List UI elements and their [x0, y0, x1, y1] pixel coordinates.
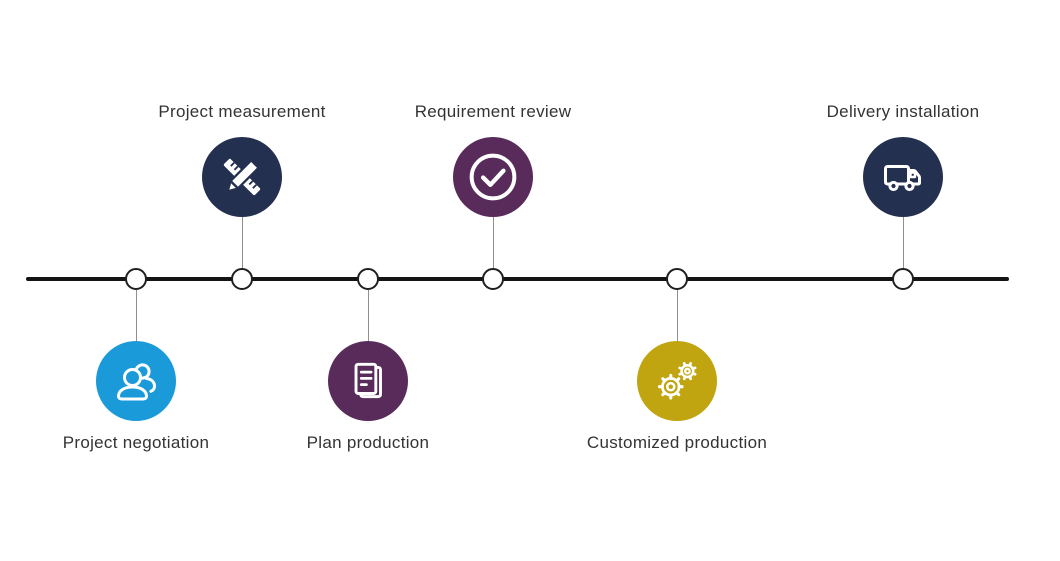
ruler-pencil-icon — [202, 137, 282, 217]
milestone-label: Delivery installation — [826, 102, 980, 121]
milestone-label: Requirement review — [414, 102, 572, 121]
timeline-axis — [26, 277, 1009, 281]
people-icon — [96, 341, 176, 421]
milestone-label: Customized production — [586, 433, 768, 452]
connector-line — [135, 290, 137, 342]
connector-line — [241, 217, 243, 269]
milestone-label: Plan production — [306, 433, 430, 452]
connector-line — [492, 217, 494, 269]
milestone-label: Project negotiation — [62, 433, 210, 452]
connector-line — [902, 217, 904, 269]
check-circle-icon — [453, 137, 533, 217]
gears-icon — [637, 341, 717, 421]
connector-line — [367, 290, 369, 342]
connector-line — [676, 290, 678, 342]
milestone-label: Project measurement — [158, 102, 326, 121]
document-icon — [328, 341, 408, 421]
truck-icon — [863, 137, 943, 217]
